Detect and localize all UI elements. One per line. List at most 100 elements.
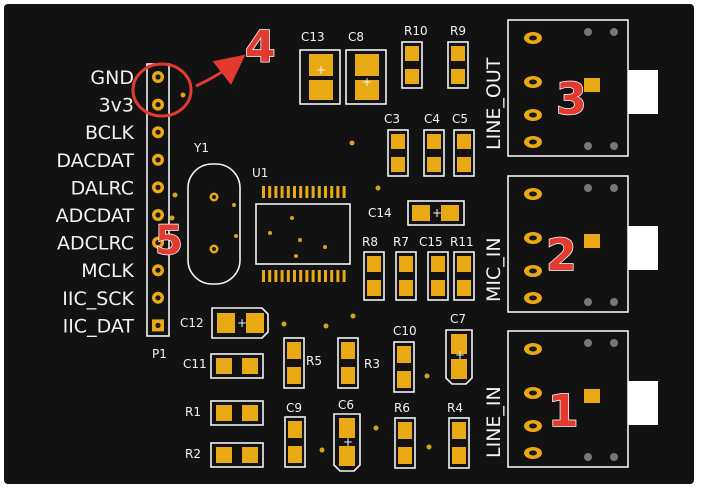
ic-pin <box>305 270 309 282</box>
header-pin-label: MCLK <box>81 260 134 282</box>
callout-number-4: 4 <box>245 22 276 73</box>
jack-opening <box>628 226 658 270</box>
mounting-hole <box>610 184 618 192</box>
cap-c11: C11 <box>183 353 264 379</box>
ic-pin <box>299 270 303 282</box>
pad <box>309 54 333 76</box>
header-pin-label: DACDAT <box>56 150 134 172</box>
ic-pin <box>317 186 321 198</box>
callout-number-5: 5 <box>155 218 183 264</box>
mounting-hole <box>610 28 618 36</box>
jack-line-in <box>507 330 658 468</box>
resistor-r11: R11 <box>450 235 475 301</box>
mounting-hole <box>584 184 592 192</box>
header-ref-label: P1 <box>152 347 167 361</box>
jack-mic-in <box>507 175 658 313</box>
mounting-hole <box>610 298 618 306</box>
ic-pin <box>311 270 315 282</box>
ic-pin <box>274 186 278 198</box>
ic-pin <box>293 270 296 282</box>
callout-number-1: 1 <box>548 386 579 437</box>
polarity-mark: + <box>316 63 326 77</box>
mounting-hole <box>610 453 618 461</box>
ref-label-c9: C9 <box>286 401 302 415</box>
header-pin-hole <box>155 267 161 273</box>
via <box>180 92 186 98</box>
via <box>375 185 381 191</box>
header-pin-label: DALRC <box>71 177 134 199</box>
pad <box>309 80 333 100</box>
connector-label-mic-in: MIC_IN <box>483 237 505 302</box>
header-pin-label: IIC_DAT <box>63 315 135 337</box>
resistor-r4: R4 <box>447 401 470 469</box>
header-pin-label: ADCLRC <box>57 233 134 255</box>
header-pin-label: GND <box>90 67 134 89</box>
ref-label-c11: C11 <box>183 357 207 371</box>
header-pin-hole <box>155 157 161 163</box>
resistor-r5: R5 <box>283 337 322 389</box>
ref-label-c15: C15 <box>419 235 443 249</box>
ref-label-r11: R11 <box>450 235 474 249</box>
cap-c5: C5 <box>452 112 475 177</box>
ic-pin <box>330 186 334 198</box>
ic-pin <box>336 270 340 282</box>
mounting-hole <box>584 298 592 306</box>
ic-pin <box>280 186 284 198</box>
header-pin-label: 3v3 <box>99 95 134 117</box>
ref-label-c13: C13 <box>301 30 325 44</box>
ic-pin <box>286 270 290 282</box>
cap-c10: C10 <box>393 324 417 393</box>
cap-c3: C3 <box>384 112 409 177</box>
ref-label-c3: C3 <box>384 112 400 126</box>
ic-pin <box>268 186 272 198</box>
connector-label-line-in: LINE_IN <box>483 386 505 458</box>
ref-label-c7: C7 <box>450 312 466 326</box>
header-pin-label: IIC_SCK <box>62 288 134 310</box>
cap-c14: C14 + <box>368 200 465 226</box>
connector-label-line-out: LINE_OUT <box>483 57 505 150</box>
resistor-r1: R1 <box>185 400 264 426</box>
ic-pin <box>262 270 265 282</box>
ic-pin <box>330 270 334 282</box>
ref-label-c5: C5 <box>452 112 468 126</box>
header-pin-hole <box>155 102 161 108</box>
resistor-r6: R6 <box>394 401 416 469</box>
cap-c6: C6 + <box>333 398 361 472</box>
ref-label-r3: R3 <box>364 357 380 371</box>
ref-label-c6: C6 <box>338 398 354 412</box>
callout-number-3: 3 <box>556 74 587 125</box>
ic-pin <box>342 270 346 282</box>
ic-pin <box>342 186 346 198</box>
ic-pin <box>317 270 321 282</box>
cap-c12: C12 + <box>180 307 269 339</box>
ic-outline <box>255 203 351 265</box>
ic-pin <box>324 270 327 282</box>
ref-label-c8: C8 <box>348 30 364 44</box>
via <box>169 215 175 221</box>
crystal-outline <box>187 163 241 285</box>
ref-label-c4: C4 <box>424 112 440 126</box>
ic-pin <box>274 270 278 282</box>
ref-label-r9: R9 <box>450 24 466 38</box>
ic-pin <box>311 186 315 198</box>
crystal-ref-label: Y1 <box>193 141 209 155</box>
resistor-r10: R10 <box>401 24 428 89</box>
mounting-hole <box>610 142 618 150</box>
header-pin-label: ADCDAT <box>56 205 135 227</box>
ic-pin <box>324 186 327 198</box>
via <box>349 140 355 146</box>
mounting-hole <box>584 453 592 461</box>
header-pin-label: BCLK <box>85 122 135 144</box>
ic-pin <box>268 270 272 282</box>
polarity-mark: + <box>343 435 353 449</box>
component-outline <box>299 49 341 105</box>
cap-c7: C7 + <box>445 312 473 385</box>
mounting-hole <box>584 28 592 36</box>
header-p1: P1 <box>146 63 170 361</box>
mounting-hole <box>584 339 592 347</box>
cap-c4: C4 <box>423 112 445 177</box>
pcb-board <box>4 4 694 484</box>
ref-label-r6: R6 <box>394 401 410 415</box>
